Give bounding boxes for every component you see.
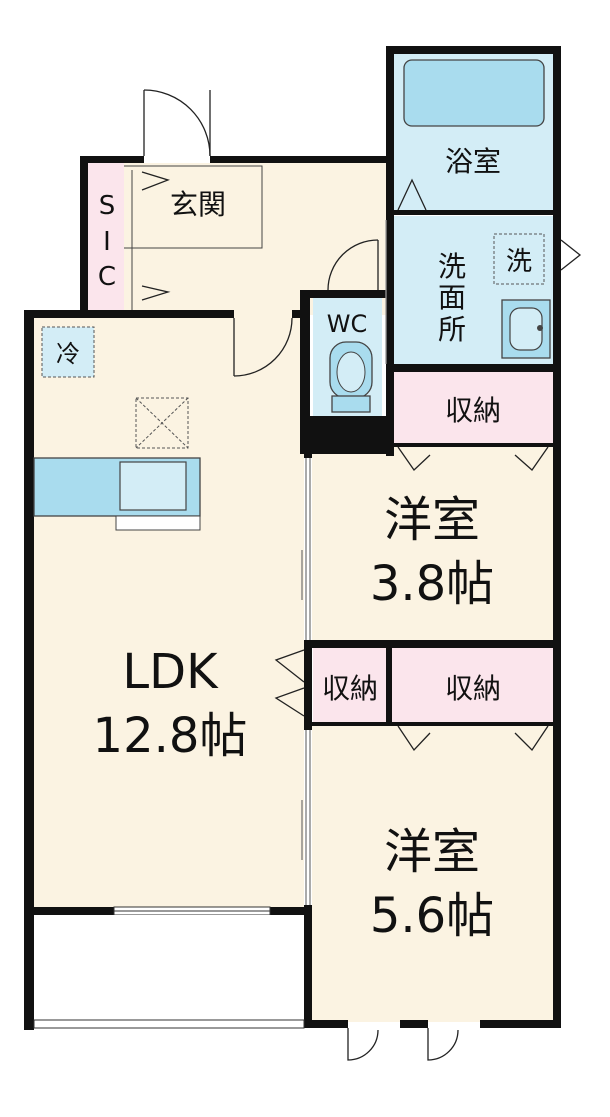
- genkan-floor: [88, 163, 388, 315]
- genkan-step: [124, 165, 263, 310]
- fridge-space: [41, 326, 95, 378]
- toilet: [329, 341, 373, 413]
- door-swings: [141, 89, 582, 1061]
- western-room-1-size: 3.8帖: [370, 556, 494, 612]
- storage-small-label: 収納: [322, 672, 378, 705]
- western-room-2-size: 5.6帖: [370, 888, 494, 944]
- western-room-2-floor: [308, 724, 555, 1022]
- washroom-label-3: 所: [438, 313, 466, 346]
- sliding-doors: [301, 458, 312, 905]
- washroom-label-2: 面: [438, 281, 466, 314]
- kitchen-counter: [33, 457, 201, 531]
- washroom-label-1: 洗: [438, 250, 466, 283]
- storage-top-floor: [392, 372, 555, 446]
- western-room-1-name: 洋室: [384, 492, 480, 548]
- balcony: [33, 915, 305, 1029]
- range-hood: [135, 397, 189, 449]
- washer-space: [493, 233, 545, 285]
- genkan-label: 玄関: [170, 188, 226, 221]
- wc-label: WC: [327, 310, 368, 338]
- ldk-size: 12.8帖: [93, 708, 248, 764]
- bath-label: 浴室: [445, 145, 501, 178]
- storage-small-floor: [313, 648, 387, 722]
- sic-label-i: I: [103, 227, 111, 257]
- fridge-label: 冷: [56, 340, 80, 368]
- sic-label-c: C: [98, 262, 116, 292]
- washer-label: 洗: [506, 247, 532, 277]
- ldk-window: [113, 906, 271, 916]
- storage-mid-floor: [392, 648, 555, 722]
- ldk-name: LDK: [122, 644, 219, 700]
- storage-top-label: 収納: [445, 394, 501, 427]
- storage-mid-label: 収納: [445, 672, 501, 705]
- bathtub: [403, 59, 545, 127]
- sic-label-s: S: [99, 191, 116, 221]
- western-room-1-floor: [308, 446, 555, 642]
- western-room-2-name: 洋室: [384, 824, 480, 880]
- ldk-floor: [30, 315, 308, 912]
- sic-floor: [88, 163, 124, 311]
- washbasin: [501, 299, 551, 359]
